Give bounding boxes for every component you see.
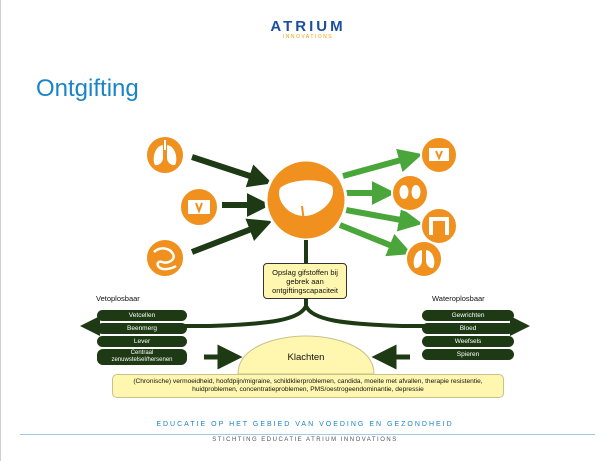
- complaints-box: (Chronische) vermoeidheid, hoofdpijn/mig…: [112, 374, 504, 398]
- water-soluble-item: Weefsels: [422, 336, 514, 347]
- liver-icon: [264, 158, 348, 242]
- intestine-icon: [145, 238, 185, 278]
- complaints-title: Klachten: [287, 352, 325, 363]
- fat-soluble-label: Vetoplosbaar: [96, 294, 140, 303]
- output-arrow-lungs: [338, 222, 413, 257]
- fat-soluble-item: Lever: [97, 336, 187, 347]
- kidneys-icon: [391, 174, 429, 212]
- input-arrow-lungs: [191, 154, 273, 188]
- output-arrow-colon: [345, 207, 423, 232]
- fat-soluble-item: Vetcellen: [97, 310, 187, 321]
- complaints-text: (Chronische) vermoeidheid, hoofdpijn/mig…: [133, 378, 483, 393]
- logo-sub: INNOVATIONS: [282, 34, 334, 40]
- slide-border: [0, 0, 1, 461]
- water-soluble-label: Wateroplosbaar: [432, 294, 485, 303]
- split-arrow-right: [304, 304, 530, 336]
- storage-box: Opslag gifstoffen bij gebrek aan ontgift…: [263, 263, 347, 299]
- footer-tagline: EDUCATIE OP HET GEBIED VAN VOEDING EN GE…: [156, 421, 454, 428]
- input-arrow-intestine: [190, 218, 273, 255]
- water-soluble-item: Bloed: [422, 323, 514, 334]
- fat-soluble-item: Centraal zenuwstelsel/hersenen: [97, 349, 187, 365]
- water-soluble-item: Spieren: [422, 349, 514, 360]
- storage-box-text: Opslag gifstoffen bij gebrek aan ontgift…: [272, 267, 338, 295]
- output-arrow-skin: [342, 148, 423, 179]
- lungs-icon: [145, 135, 185, 175]
- footer-divider: [20, 434, 595, 435]
- logo-name: ATRIUM: [270, 18, 346, 35]
- page-title: Ontgifting: [36, 75, 139, 102]
- lungs-icon: [405, 240, 443, 278]
- footer-organization: STICHTING EDUCATIE ATRIUM INNOVATIONS: [212, 437, 398, 443]
- water-soluble-item: Gewrichten: [422, 310, 514, 321]
- fat-soluble-item: Beenmerg: [97, 323, 187, 334]
- skin-icon: [420, 136, 458, 174]
- atrium-logo: ATRIUM INNOVATIONS: [258, 18, 358, 50]
- skin-icon: [179, 187, 219, 227]
- colon-icon: [420, 207, 458, 245]
- complaints-dome: [237, 335, 375, 375]
